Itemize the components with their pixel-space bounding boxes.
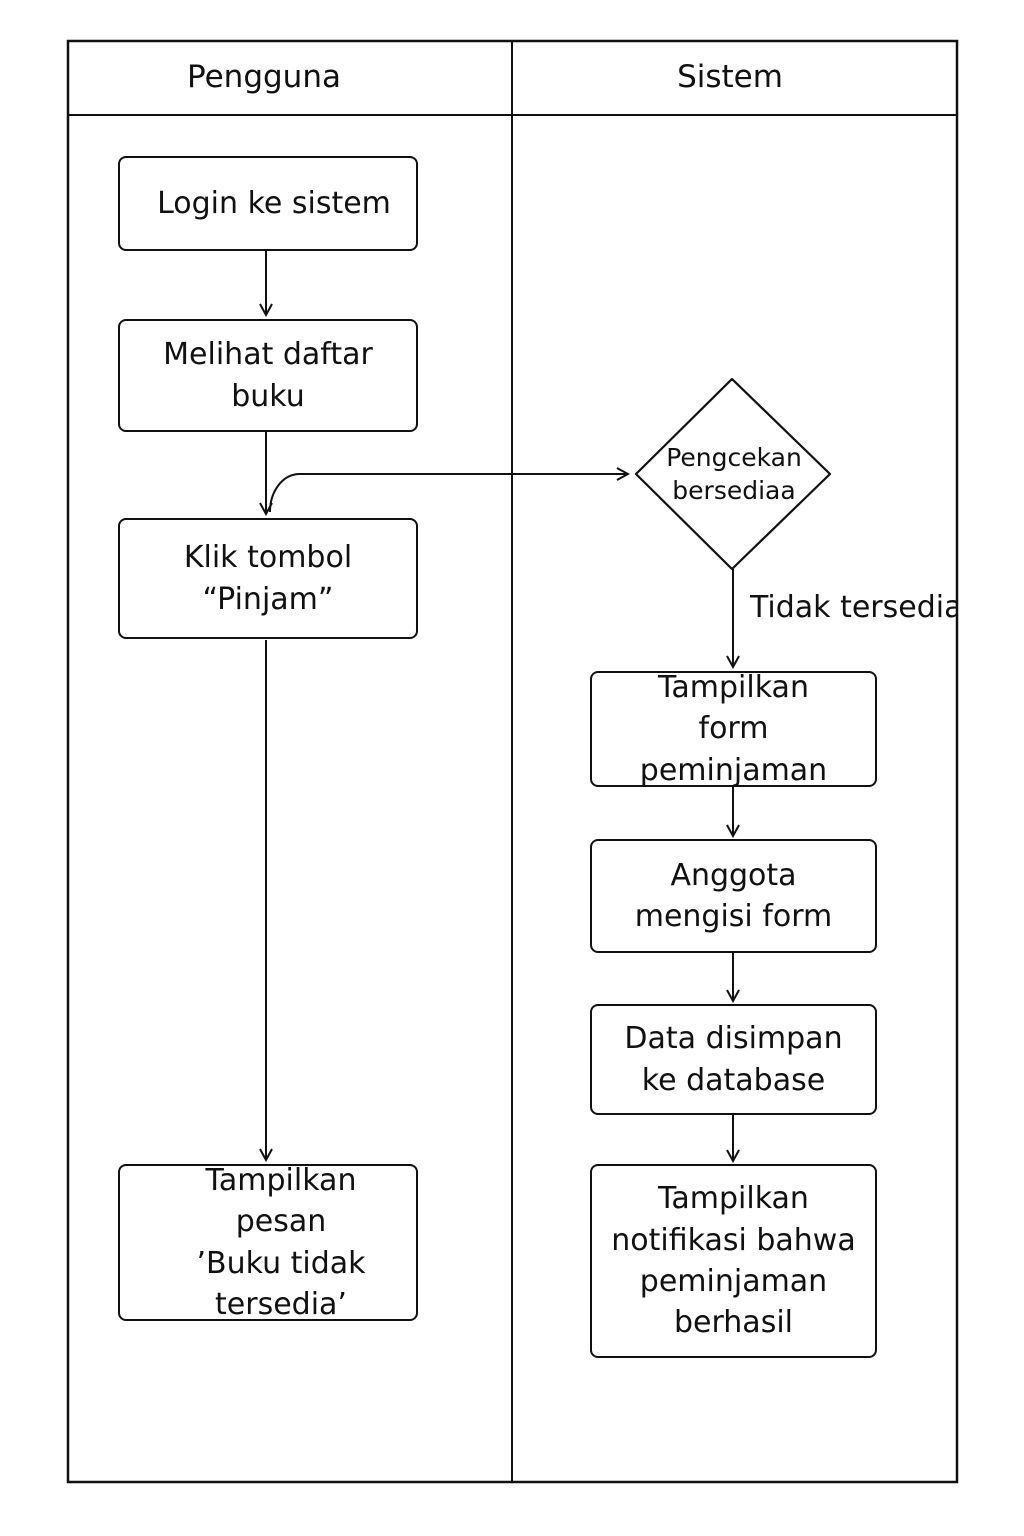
node-success-notification: Tampilkan notifikasi bahwa peminjaman be…: [590, 1164, 877, 1358]
node-login: Login ke sistem: [118, 156, 418, 251]
node-fill-form: Anggota mengisi form: [590, 839, 877, 953]
node-browse-books: Melihat daftar buku: [118, 319, 418, 432]
decision-availability-check-label: Pengcekan bersediaa: [666, 442, 802, 506]
node-click-borrow: Klik tombol “Pinjam”: [118, 518, 418, 639]
node-show-form: Tampilkan form peminjaman: [590, 670, 877, 788]
node-save-data: Data disimpan ke database: [590, 1004, 877, 1115]
lane-title-sistem: Sistem: [677, 59, 783, 95]
arrow-to-availability-check: [269, 474, 628, 513]
node-not-available-message: Tampilkan pesan ’Buku tidak tersedia’: [118, 1163, 418, 1322]
edge-label-not-available: Tidak tersedia: [750, 590, 958, 625]
lane-title-pengguna: Pengguna: [187, 59, 341, 95]
